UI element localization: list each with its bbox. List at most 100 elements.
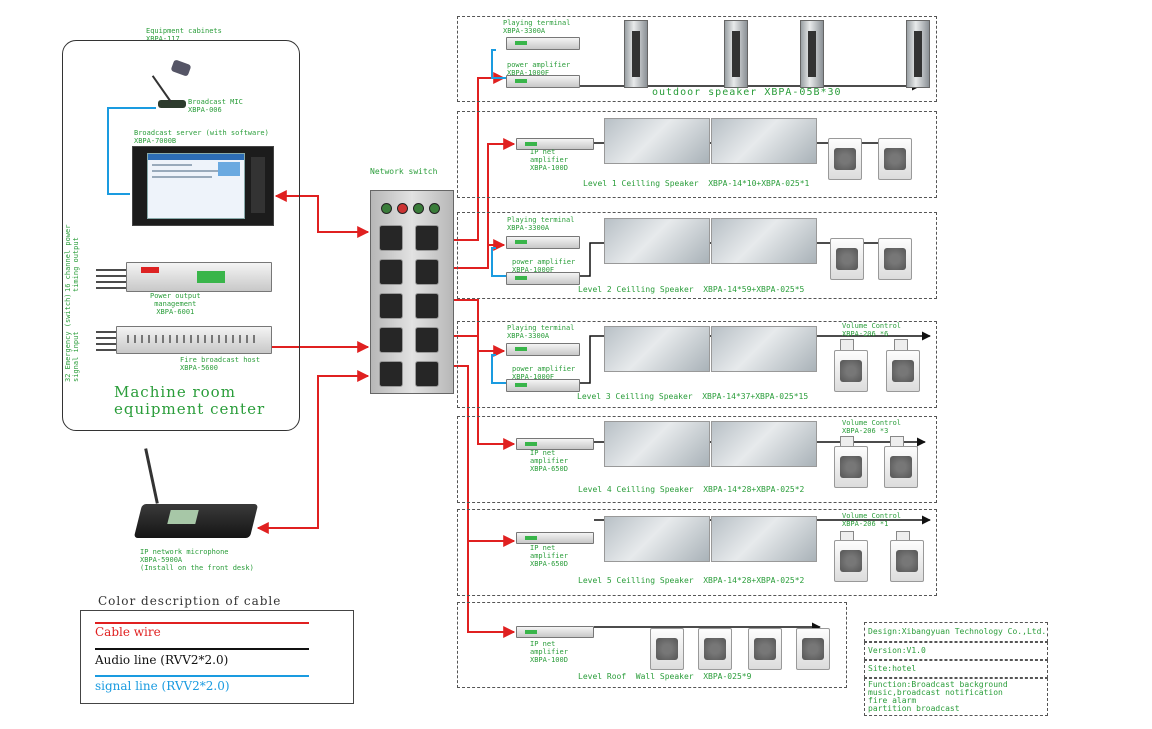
site-text: Site:hotel — [868, 664, 917, 673]
wall-speaker-icon — [878, 238, 912, 280]
level3-vc-line1: Volume Control — [842, 322, 902, 330]
level4-amp-label: IP net amplifier XBPA-650D — [530, 449, 568, 473]
outdoor-caption: outdoor speaker XBPA-05B*30 — [652, 87, 842, 98]
level5-amp-label: IP net amplifier XBPA-650D — [530, 544, 568, 568]
ceiling-speaker-photo-icon — [604, 421, 710, 467]
playing-terminal — [506, 236, 580, 249]
server-label: Broadcast server (with software)XBPA-700… — [134, 129, 269, 145]
switch-label: Network switch — [370, 167, 438, 176]
power-side-label: 16 channel power timing output — [64, 224, 80, 292]
function-text: Function:Broadcast background music,broa… — [868, 680, 1008, 713]
ip-net-amplifier — [516, 438, 594, 450]
power-amplifier — [506, 379, 580, 392]
server-rack-ear — [251, 157, 265, 213]
ceiling-speaker-photo-icon — [604, 326, 710, 372]
server-label-line1: Broadcast server (with software) — [134, 129, 269, 137]
level2-amp-line2: XBPA-1000F — [512, 266, 555, 274]
cabinet-title-line2: XBPA-117 — [146, 35, 180, 43]
level4-zone-panel — [457, 416, 937, 503]
power-amplifier — [506, 75, 580, 88]
software-screen-icon — [147, 153, 245, 219]
server-label-line2: XBPA-7000B — [134, 137, 177, 145]
broadcast-mic-icon — [128, 59, 192, 118]
mic-console-icon — [133, 504, 259, 538]
wall-speaker-icon — [884, 446, 918, 488]
switch-port — [379, 259, 403, 285]
level3-playing-line1: Playing terminal — [507, 324, 575, 332]
legend-title: Color description of cable — [98, 594, 282, 608]
switch-port — [379, 225, 403, 251]
info-function: Function:Broadcast background music,broa… — [864, 678, 1048, 716]
level1-caption: Level 1 Ceilling Speaker XBPA-14*10+XBPA… — [583, 179, 810, 188]
legend-audio-text: Audio line (RVV2*2.0) — [95, 653, 229, 667]
wall-speaker-icon — [698, 628, 732, 670]
level3-amp-line2: XBPA-1000F — [512, 373, 555, 381]
outdoor-amp-line2: XBPA-1000F — [507, 69, 550, 77]
equipment-cabinet — [62, 40, 300, 431]
legend-signal-swatch — [95, 675, 309, 677]
wall-speaker-icon — [796, 628, 830, 670]
power-mgmt-line3: XBPA-6001 — [156, 308, 195, 316]
level4-vc-line1: Volume Control — [842, 419, 902, 427]
level3-caption: Level 3 Ceilling Speaker XBPA-14*37+XBPA… — [577, 392, 809, 401]
version-text: Version:V1.0 — [868, 646, 926, 655]
wall-speaker-icon — [890, 540, 924, 582]
wall-speaker-icon — [650, 628, 684, 670]
playing-terminal — [506, 37, 580, 50]
outdoor-amp-line1: power amplifier — [507, 61, 571, 69]
switch-port — [415, 259, 439, 285]
column-speaker-icon — [724, 20, 748, 88]
switch-port — [379, 361, 403, 387]
level2-playing-line1: Playing terminal — [507, 216, 575, 224]
network-switch — [370, 190, 454, 394]
fire-broadcast-host — [116, 326, 272, 354]
ceiling-speaker-photo-icon — [604, 118, 710, 164]
wall-speaker-icon — [828, 138, 862, 180]
wall-speaker-icon — [834, 540, 868, 582]
switch-led-icon — [429, 203, 440, 214]
center-line2: equipment center — [114, 400, 266, 418]
roof-zone-panel — [457, 602, 847, 688]
fire-input-leds-icon — [127, 335, 257, 343]
switch-led-icon — [413, 203, 424, 214]
switch-port — [415, 225, 439, 251]
column-speaker-icon — [800, 20, 824, 88]
wall-speaker-icon — [878, 138, 912, 180]
legend-cable-swatch — [95, 622, 309, 624]
info-version: Version:V1.0 — [864, 642, 1048, 660]
wall-speaker-icon — [886, 350, 920, 392]
level2-caption: Level 2 Ceilling Speaker XBPA-14*59+XBPA… — [578, 285, 805, 294]
cable-legend: Cable wire Audio line (RVV2*2.0) signal … — [80, 610, 354, 704]
ceiling-speaker-photo-icon — [604, 516, 710, 562]
level1-zone-panel — [457, 111, 937, 198]
mic-label-line2: XBPA-006 — [188, 106, 222, 114]
level3-zone-panel — [457, 321, 937, 408]
ip-net-amplifier — [516, 138, 594, 150]
switch-led-icon — [397, 203, 408, 214]
column-speaker-icon — [906, 20, 930, 88]
playing-terminal — [506, 343, 580, 356]
ceiling-speaker-photo-icon — [711, 118, 817, 164]
power-mgmt-line2: management — [154, 300, 197, 308]
switch-led-icon — [381, 203, 392, 214]
power-output-management-unit — [126, 262, 272, 292]
cabinet-title-line1: Equipment cabinets — [146, 27, 222, 35]
center-line1: Machine room — [114, 383, 236, 401]
power-mgmt-line1: Power output — [150, 292, 201, 300]
info-design: Design:Xibangyuan Technology Co.,Ltd. — [864, 622, 1048, 642]
wall-speaker-icon — [834, 446, 868, 488]
brand-logo-icon — [141, 267, 159, 273]
roof-amp-label: IP net amplifier XBPA-100D — [530, 640, 568, 664]
level3-vc-line2: XBPA-206 *6 — [842, 330, 889, 338]
switch-port — [379, 293, 403, 319]
